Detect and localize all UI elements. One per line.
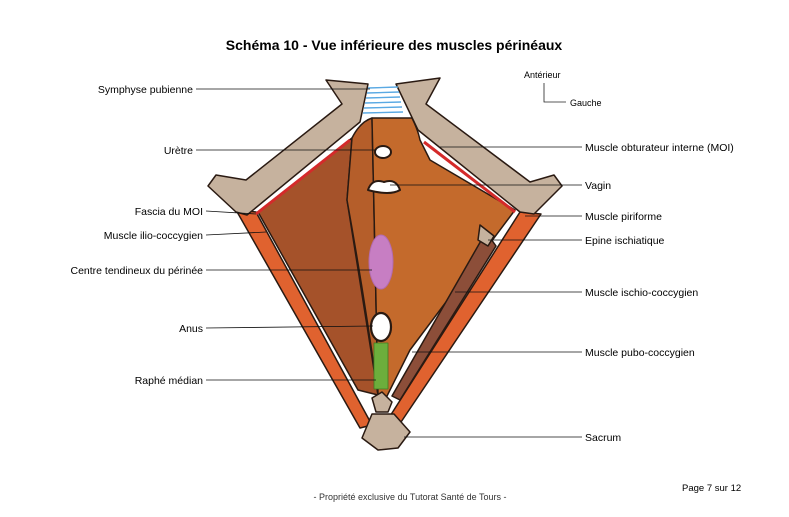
label-muscle-ischio-coccygien: Muscle ischio-coccygien [585,287,698,299]
orientation-indicator: Antérieur Gauche [524,70,602,108]
leader-anus [205,325,374,329]
label-anus: Anus [179,323,203,335]
label-muscle-obturateur-interne: Muscle obturateur interne (MOI) [585,142,734,154]
orientation-anterior: Antérieur [524,70,561,80]
ischio-coccygeal-muscle [391,231,497,401]
label-vagin: Vagin [585,180,611,192]
orientation-axes [543,83,566,103]
median-raphe [373,342,389,390]
left-pubic-bone [207,79,369,216]
label-symphyse-pubienne: Symphyse pubienne [98,84,193,96]
label-epine-ischiatique: Epine ischiatique [585,235,665,247]
right-fascia-moi [423,140,516,214]
vagina [367,180,401,194]
ischial-spine [477,224,495,247]
page-separator: sur [712,483,730,494]
page-total: 12 [731,483,742,494]
label-muscle-piriforme: Muscle piriforme [585,211,662,223]
orientation-left: Gauche [570,98,602,108]
page-prefix: Page [682,483,707,494]
sacrum-bone [361,413,411,451]
coccyx [371,391,393,413]
labels-left: Symphyse pubienne Urètre Fascia du MOI M… [70,84,203,387]
page-current: 7 [707,483,712,494]
label-centre-tendineux: Centre tendineux du périnée [70,265,203,277]
anus [369,311,393,343]
right-pubic-bone [395,77,563,215]
label-uretre: Urètre [164,145,193,157]
label-muscle-pubo-coccygien: Muscle pubo-coccygien [585,347,695,359]
pubic-symphysis [362,86,404,114]
page-indicator: Page 7 sur 12 [682,483,741,494]
leader-ilio [205,231,267,236]
anatomy-illustration [207,77,563,451]
leader-lines [196,88,582,438]
left-fascia-moi [255,138,351,216]
label-fascia-moi: Fascia du MOI [135,206,203,218]
label-sacrum: Sacrum [585,432,621,444]
urethra [374,145,392,159]
diagram-title: Schéma 10 - Vue inférieure des muscles p… [226,37,563,53]
footer-text: - Propriété exclusive du Tutorat Santé d… [314,492,507,502]
central-tendon [368,234,394,290]
leader-fascia [205,210,257,215]
label-muscle-ilio-coccygien: Muscle ilio-coccygien [104,230,203,242]
label-raphe-median: Raphé médian [135,375,203,387]
labels-right: Muscle obturateur interne (MOI) Vagin Mu… [585,142,734,444]
